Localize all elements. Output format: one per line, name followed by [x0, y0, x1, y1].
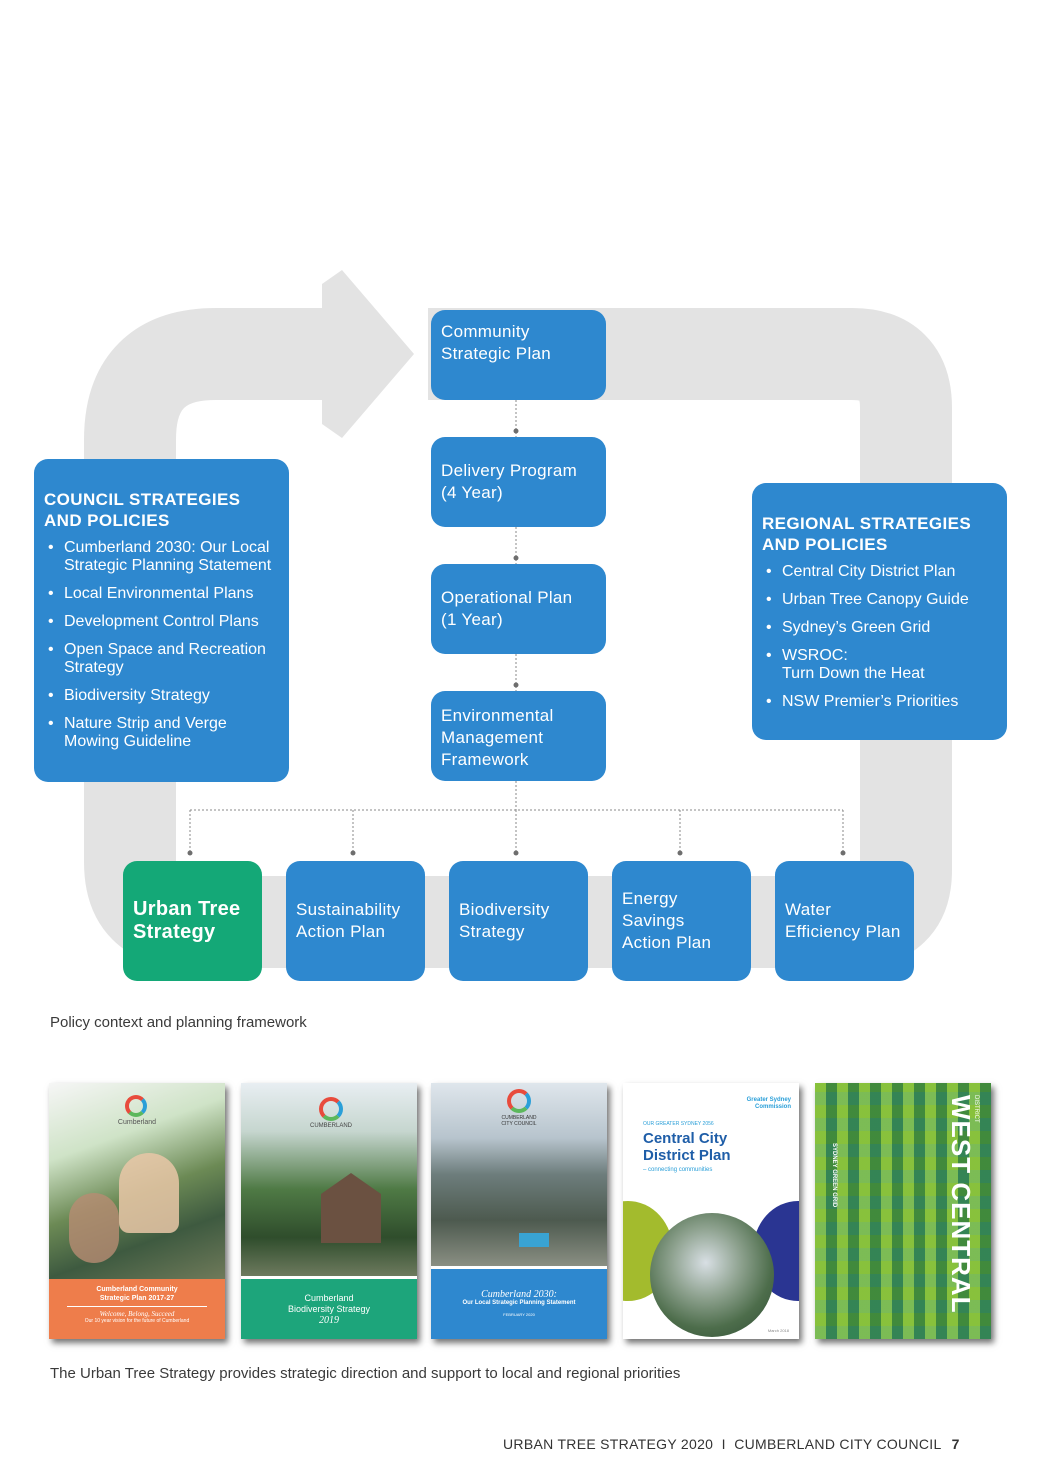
box-biodiversity-strategy: Biodiversity Strategy — [449, 861, 588, 981]
regional-strategies-title: REGIONAL STRATEGIES AND POLICIES — [762, 514, 972, 554]
list-item: Biodiversity Strategy — [44, 687, 279, 705]
cover-biodiversity-strategy: CUMBERLAND Cumberland Biodiversity Strat… — [241, 1083, 417, 1339]
cover-tagline: Welcome, Belong, Succeed — [99, 1310, 175, 1318]
list-item: Cumberland 2030: Our Local Strategic Pla… — [44, 539, 279, 575]
council-logo-icon — [125, 1095, 147, 1117]
list-item: Urban Tree Canopy Guide — [762, 591, 997, 609]
cover-brand: Cumberland — [117, 1119, 157, 1126]
cover-west-central-district: WEST CENTRAL DISTRICT SYDNEY GREEN GRID — [815, 1083, 991, 1339]
covers-caption: The Urban Tree Strategy provides strateg… — [50, 1365, 681, 1382]
box-label: Delivery Program (4 Year) — [441, 461, 578, 502]
cover-title: Central City District Plan — [643, 1130, 731, 1164]
box-label: Urban Tree Strategy — [133, 898, 241, 943]
cover-photo: CUMBERLAND — [241, 1083, 417, 1276]
cover-subtitle: – connecting communities — [643, 1167, 713, 1173]
box-operational-plan: Operational Plan (1 Year) — [431, 564, 606, 654]
page-footer: URBAN TREE STRATEGY 2020 I CUMBERLAND CI… — [503, 1436, 960, 1452]
grid-pattern — [815, 1083, 991, 1339]
list-item: Sydney’s Green Grid — [762, 619, 997, 637]
box-label: Sustainability Action Plan — [296, 900, 401, 941]
cover-side: DISTRICT — [973, 1095, 979, 1123]
box-water-efficiency-plan: Water Efficiency Plan — [775, 861, 914, 981]
box-environmental-management-framework: Environmental Management Framework — [431, 691, 606, 781]
dotted-connectors — [189, 400, 844, 855]
box-label: Biodiversity Strategy — [459, 900, 550, 941]
cover-subtitle: Our Local Strategic Planning Statement — [462, 1300, 576, 1306]
cover-kicker: OUR GREATER SYDNEY 2056 — [643, 1121, 714, 1127]
box-energy-savings-action-plan: Energy Savings Action Plan — [612, 861, 751, 981]
box-delivery-program: Delivery Program (4 Year) — [431, 437, 606, 527]
council-strategies-list: Cumberland 2030: Our Local Strategic Pla… — [44, 539, 279, 751]
list-item: Open Space and Recreation Strategy — [44, 641, 279, 677]
council-logo-icon — [319, 1097, 343, 1121]
aerial-photo-circle — [650, 1213, 774, 1337]
list-item: NSW Premier’s Priorities — [762, 693, 997, 711]
framework-caption: Policy context and planning framework — [50, 1014, 307, 1031]
list-item: WSROC: Turn Down the Heat — [762, 647, 997, 683]
cover-community-strategic-plan: Cumberland Cumberland Community Strategi… — [49, 1083, 225, 1339]
loop-arrow-head — [322, 270, 414, 438]
box-label: Operational Plan (1 Year) — [441, 588, 573, 629]
list-item: Local Environmental Plans — [44, 585, 279, 603]
box-label: Water Efficiency Plan — [785, 900, 901, 941]
cover-central-city-district-plan: Greater Sydney Commission OUR GREATER SY… — [623, 1083, 799, 1339]
regional-strategies-box: REGIONAL STRATEGIES AND POLICIES Central… — [752, 483, 1007, 740]
regional-strategies-list: Central City District Plan Urban Tree Ca… — [762, 563, 997, 711]
cover-band: Cumberland 2030: Our Local Strategic Pla… — [431, 1266, 607, 1339]
box-sustainability-action-plan: Sustainability Action Plan — [286, 861, 425, 981]
cover-photo: CUMBERLAND CITY COUNCIL — [431, 1083, 607, 1266]
council-strategies-title: COUNCIL STRATEGIES AND POLICIES — [44, 490, 241, 530]
cover-date: March 2018 — [767, 1328, 789, 1333]
cover-subtitle: Our 10 year vision for the future of Cum… — [84, 1318, 190, 1324]
cover-band: Cumberland Community Strategic Plan 2017… — [49, 1279, 225, 1339]
council-logo-icon — [507, 1089, 531, 1113]
pool-shape — [519, 1233, 549, 1247]
cover-cumberland-2030: CUMBERLAND CITY COUNCIL Cumberland 2030:… — [431, 1083, 607, 1339]
cover-title: Cumberland Community Strategic Plan 2017… — [96, 1286, 178, 1302]
cover-title: WEST CENTRAL — [946, 1095, 976, 1314]
box-label: Energy Savings Action Plan — [622, 889, 712, 952]
cover-title: Cumberland Biodiversity Strategy — [287, 1293, 371, 1314]
cover-title: Cumberland 2030: — [481, 1289, 557, 1300]
page-number: 7 — [951, 1436, 960, 1452]
box-label: Environmental Management Framework — [441, 706, 554, 769]
cover-date: FEBRUARY 2020 — [503, 1312, 535, 1317]
cover-brand: CUMBERLAND — [309, 1123, 352, 1129]
list-item: Development Control Plans — [44, 613, 279, 631]
insect-hotel-icon — [321, 1173, 381, 1243]
council-strategies-box: COUNCIL STRATEGIES AND POLICIES Cumberla… — [34, 459, 289, 782]
list-item: Central City District Plan — [762, 563, 997, 581]
connector-dots — [187, 428, 846, 856]
cover-photo: Cumberland — [49, 1083, 225, 1279]
cover-band: Cumberland Biodiversity Strategy 2019 — [241, 1276, 417, 1339]
list-item: Nature Strip and Verge Mowing Guideline — [44, 715, 279, 751]
footer-text: URBAN TREE STRATEGY 2020 I CUMBERLAND CI… — [503, 1436, 942, 1452]
box-community-strategic-plan: Community Strategic Plan — [431, 310, 606, 400]
cover-org: Greater Sydney Commission — [746, 1097, 791, 1110]
cover-year: 2019 — [319, 1315, 339, 1326]
cover-subtitle: SYDNEY GREEN GRID — [831, 1143, 837, 1208]
box-label: Community Strategic Plan — [441, 322, 552, 363]
cover-brand: CUMBERLAND CITY COUNCIL — [501, 1115, 537, 1127]
box-urban-tree-strategy: Urban Tree Strategy — [123, 861, 262, 981]
